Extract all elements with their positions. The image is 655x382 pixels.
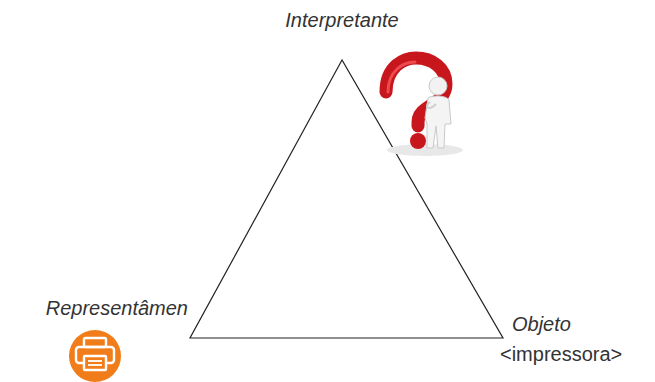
- triangle: [190, 60, 503, 338]
- vertex-label: Interpretante: [285, 8, 398, 32]
- object-example: <impressora>: [500, 342, 622, 366]
- printer-icon: [69, 330, 121, 382]
- vertex-label: Representâmen: [46, 296, 188, 320]
- vertex-label: Objeto: [512, 312, 571, 336]
- question-figure: [386, 58, 463, 156]
